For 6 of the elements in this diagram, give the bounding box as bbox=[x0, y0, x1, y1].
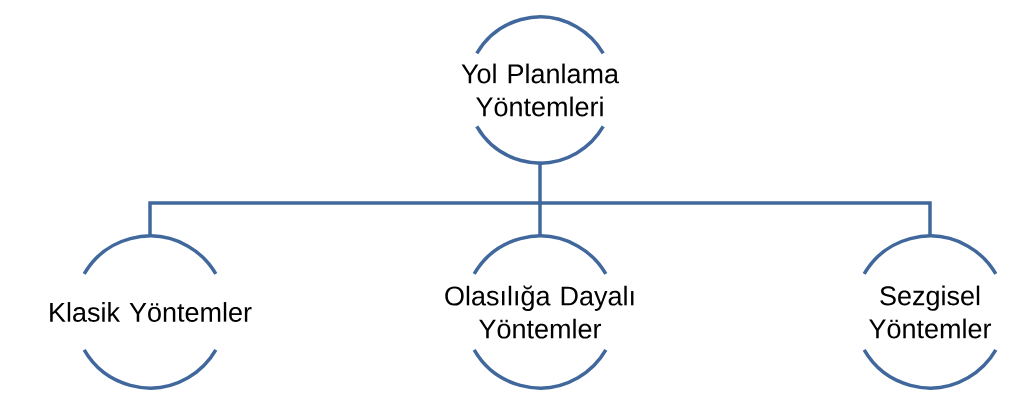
circle-node: Klasik Yöntemler bbox=[50, 234, 252, 390]
circle-node: Olasılığa Dayalı Yöntemler bbox=[445, 234, 634, 390]
connector bbox=[538, 203, 542, 236]
circle-node: Yol Planlama Yöntemleri bbox=[461, 15, 619, 165]
connector bbox=[148, 201, 540, 236]
connector bbox=[540, 201, 932, 236]
